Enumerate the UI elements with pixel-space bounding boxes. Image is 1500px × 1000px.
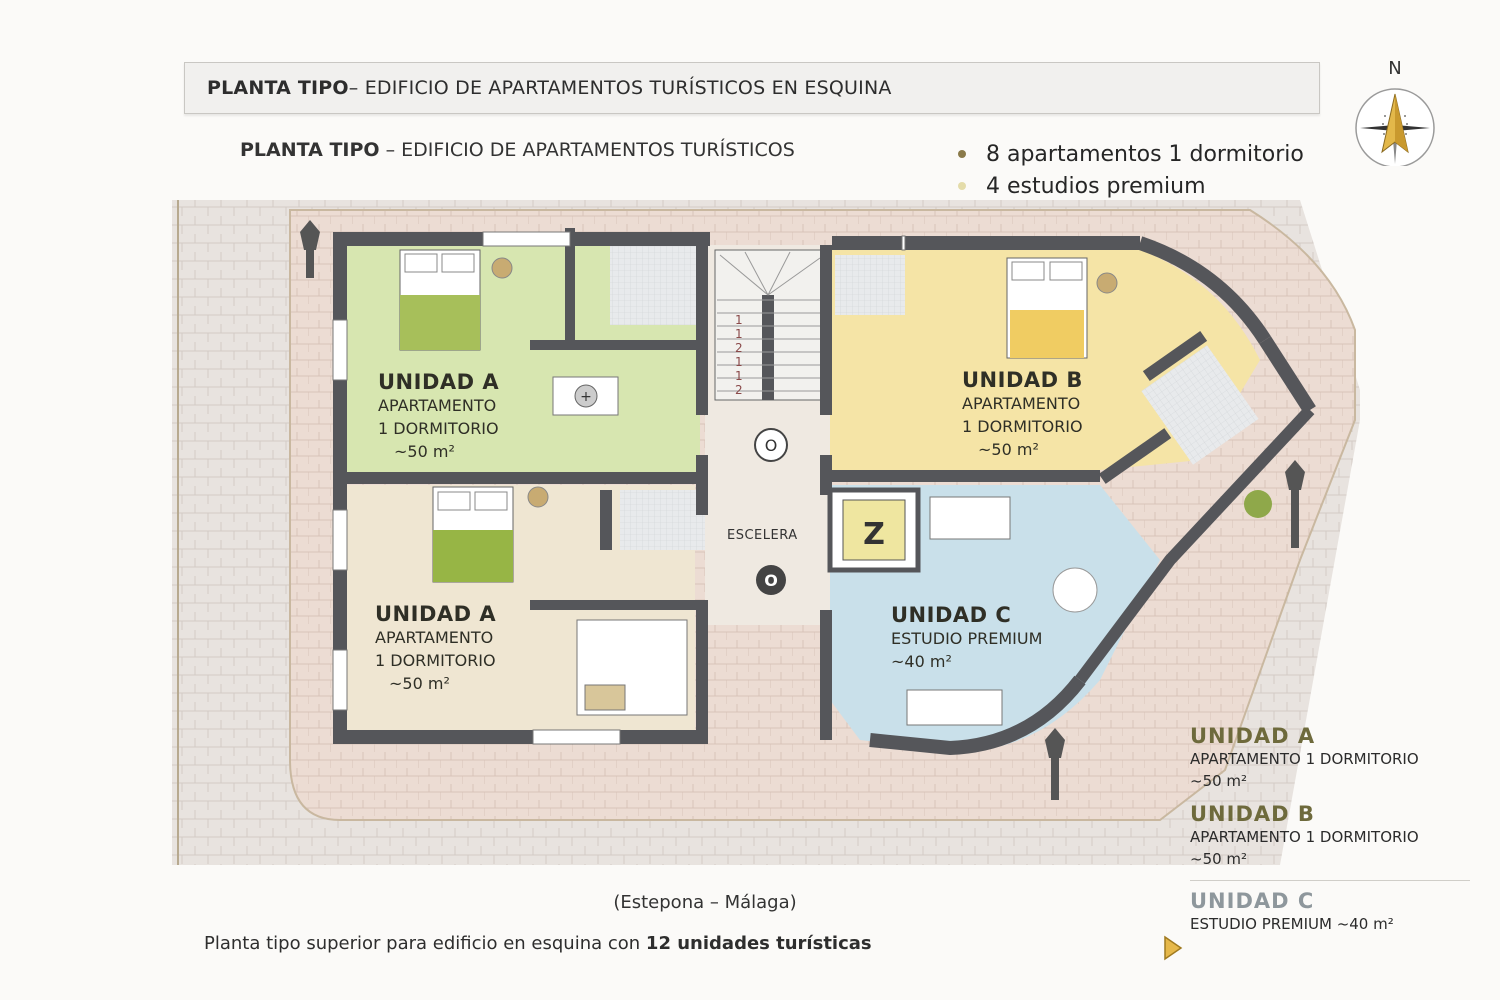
legend-item-unit-b: UNIDAD B APARTAMENTO 1 DORMITORIO ~50 m²: [1190, 802, 1480, 870]
svg-text:2: 2: [735, 341, 743, 355]
legend-unit-name: UNIDAD B: [1190, 802, 1315, 826]
kitchen-counter-icon: [906, 689, 1003, 726]
bed-icon: [399, 249, 481, 351]
summary-label: 4 estudios premium: [986, 173, 1206, 199]
caption-text: Planta tipo superior para edificio en es…: [204, 933, 646, 954]
bed-icon: [1006, 257, 1088, 359]
summary-item-studios: 4 estudios premium: [958, 170, 1304, 202]
unit-type: ESTUDIO PREMIUM: [891, 629, 1043, 648]
svg-text:1: 1: [735, 313, 743, 327]
unit-area: ~50 m²: [389, 674, 450, 693]
location-caption: (Estepona – Málaga): [613, 892, 797, 913]
legend-item-unit-c: UNIDAD C ESTUDIO PREMIUM ~40 m²: [1190, 889, 1480, 935]
unit-name: UNIDAD A: [375, 602, 497, 626]
stair-label: ESCELERA: [727, 528, 798, 543]
unit-type: 1 DORMITORIO: [378, 419, 499, 438]
round-table-icon: [1052, 567, 1098, 613]
unit-b-label: UNIDAD B APARTAMENTO 1 DORMITORIO ~50 m²: [962, 368, 1083, 461]
unit-name: UNIDAD A: [378, 370, 500, 394]
legend: UNIDAD A APARTAMENTO 1 DORMITORIO ~50 m²…: [1190, 724, 1480, 945]
unit-type: APARTAMENTO: [375, 628, 494, 647]
legend-unit-name: UNIDAD C: [1190, 889, 1315, 913]
legend-unit-name: UNIDAD A: [1190, 724, 1316, 748]
triangle-marker-icon: [1164, 935, 1183, 961]
unit-c-label: UNIDAD C ESTUDIO PREMIUM ~40 m²: [891, 603, 1042, 673]
lift: Z: [827, 487, 921, 573]
legend-item-unit-a: UNIDAD A APARTAMENTO 1 DORMITORIO ~50 m²: [1190, 724, 1480, 792]
svg-text:1: 1: [735, 355, 743, 369]
svg-text:1: 1: [735, 369, 743, 383]
unit-type: 1 DORMITORIO: [375, 651, 496, 670]
subtitle-rest: – EDIFICIO DE APARTAMENTOS TURÍSTICOS: [379, 139, 795, 161]
street-lamp-icon: [1045, 728, 1065, 800]
caption-bold: 12 unidades turísticas: [645, 933, 872, 954]
north-label: N: [1388, 58, 1402, 79]
street-lamp-icon: [300, 220, 320, 278]
subtitle-bold: PLANTA TIPO: [240, 139, 380, 161]
legend-unit-area: ~50 m²: [1190, 850, 1248, 868]
bullet-dot-icon: [958, 150, 966, 158]
unit-area: ~50 m²: [394, 442, 455, 461]
bed-icon: [432, 486, 514, 583]
street-lamp-icon: [1285, 460, 1305, 548]
svg-text:+: +: [580, 389, 592, 405]
unit-a-top-label: UNIDAD A APARTAMENTO 1 DORMITORIO ~50 m²: [378, 370, 499, 463]
unit-type: APARTAMENTO: [962, 394, 1081, 413]
unit-name: UNIDAD C: [891, 603, 1012, 627]
unit-type: APARTAMENTO: [378, 396, 497, 415]
legend-unit-type: APARTAMENTO 1 DORMITORIO: [1190, 828, 1419, 846]
svg-text:Z: Z: [863, 517, 885, 552]
bullet-dot-icon: [958, 182, 966, 190]
landing-mark-icon: [754, 428, 788, 462]
plan-caption: Planta tipo superior para edificio en es…: [204, 933, 872, 954]
svg-text:O: O: [765, 436, 778, 455]
stairs: 112 112: [714, 249, 826, 401]
subtitle: PLANTA TIPO – EDIFICIO DE APARTAMENTOS T…: [240, 139, 795, 161]
svg-text:2: 2: [735, 383, 743, 397]
unit-summary: 8 apartamentos 1 dormitorio 4 estudios p…: [958, 138, 1304, 202]
compass: N: [1352, 58, 1438, 168]
unit-name: UNIDAD B: [962, 368, 1083, 392]
unit-b-floor: [830, 250, 1260, 470]
walls: [333, 228, 1140, 744]
legend-unit-type: ESTUDIO PREMIUM ~40 m²: [1190, 915, 1394, 933]
unit-type: 1 DORMITORIO: [962, 417, 1083, 436]
unit-area: ~40 m²: [891, 652, 952, 671]
svg-text:1: 1: [735, 327, 743, 341]
svg-text:O: O: [764, 571, 778, 590]
unit-area: ~50 m²: [978, 440, 1039, 459]
legend-unit-type: APARTAMENTO 1 DORMITORIO: [1190, 750, 1419, 768]
summary-label: 8 apartamentos 1 dormitorio: [986, 141, 1304, 167]
title-banner: PLANTA TIPO – EDIFICIO DE APARTAMENTOS T…: [184, 62, 1320, 114]
landing-mark-icon: [756, 565, 786, 595]
summary-item-apartments: 8 apartamentos 1 dormitorio: [958, 138, 1304, 170]
legend-unit-area: ~50 m²: [1190, 772, 1248, 790]
compass-rose-icon: [1355, 88, 1435, 166]
title-bold: PLANTA TIPO: [207, 77, 349, 99]
unit-a-bottom-label: UNIDAD A APARTAMENTO 1 DORMITORIO ~50 m²: [375, 602, 496, 695]
planter-icon: [1244, 490, 1272, 518]
legend-divider: [1190, 880, 1470, 881]
title-rest: – EDIFICIO DE APARTAMENTOS TURÍSTICOS EN…: [348, 77, 892, 99]
